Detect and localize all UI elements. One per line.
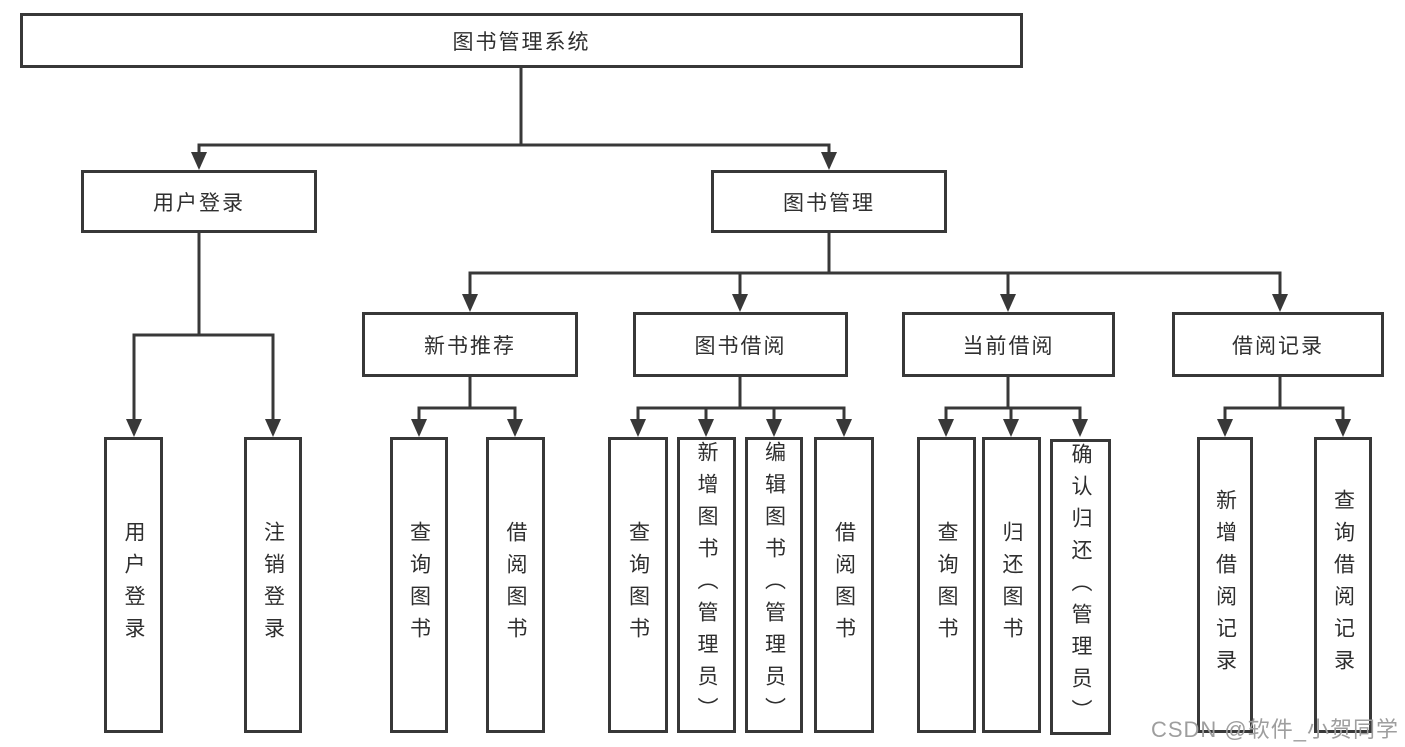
- leaf-borrow-edit-books-admin-label: 编辑图书（管理员）: [762, 441, 786, 729]
- node-borrow-records-label: 借阅记录: [1232, 334, 1324, 358]
- node-new-book-recommend-label: 新书推荐: [424, 334, 516, 358]
- leaf-records-query-record: 查询借阅记录: [1314, 437, 1372, 733]
- leaf-borrow-add-books-admin-label: 新增图书（管理员）: [695, 441, 718, 729]
- leaf-current-return-books-label: 归还图书: [1000, 521, 1023, 649]
- leaf-logout-label: 注销登录: [261, 521, 285, 649]
- leaf-newbook-borrow-books: 借阅图书: [486, 437, 545, 733]
- node-current-borrowing-label: 当前借阅: [962, 334, 1055, 358]
- node-book-borrowing-label: 图书借阅: [694, 334, 787, 358]
- leaf-current-query-books-label: 查询图书: [935, 521, 958, 649]
- leaf-records-query-record-label: 查询借阅记录: [1331, 489, 1355, 681]
- node-book-management: 图书管理: [711, 170, 947, 233]
- node-book-management-label: 图书管理: [783, 191, 875, 215]
- node-user-login-label: 用户登录: [153, 191, 245, 215]
- leaf-borrow-borrow-books: 借阅图书: [814, 437, 874, 733]
- leaf-newbook-borrow-books-label: 借阅图书: [504, 521, 527, 649]
- leaf-user-login: 用户登录: [104, 437, 163, 733]
- leaf-current-confirm-return-admin: 确认归还（管理员）: [1050, 439, 1111, 735]
- node-root-label: 图书管理系统: [452, 30, 591, 54]
- node-new-book-recommend: 新书推荐: [362, 312, 578, 377]
- leaf-logout: 注销登录: [244, 437, 302, 733]
- leaf-newbook-query-books-label: 查询图书: [407, 521, 431, 649]
- leaf-records-add-record: 新增借阅记录: [1197, 437, 1253, 733]
- node-user-login: 用户登录: [81, 170, 317, 233]
- csdn-watermark: CSDN @软件_小贺同学: [1150, 717, 1399, 742]
- leaf-borrow-query-books: 查询图书: [608, 437, 668, 733]
- leaf-newbook-query-books: 查询图书: [390, 437, 448, 733]
- node-borrow-records: 借阅记录: [1172, 312, 1384, 377]
- leaf-current-confirm-return-admin-label: 确认归还（管理员）: [1069, 443, 1092, 731]
- node-current-borrowing: 当前借阅: [902, 312, 1115, 377]
- leaf-current-return-books: 归还图书: [982, 437, 1041, 733]
- leaf-borrow-edit-books-admin: 编辑图书（管理员）: [745, 437, 803, 733]
- leaf-borrow-add-books-admin: 新增图书（管理员）: [677, 437, 736, 733]
- leaf-borrow-query-books-label: 查询图书: [626, 521, 650, 649]
- leaf-user-login-label: 用户登录: [122, 521, 145, 649]
- node-root: 图书管理系统: [20, 13, 1023, 68]
- leaf-records-add-record-label: 新增借阅记录: [1213, 489, 1237, 681]
- leaf-borrow-borrow-books-label: 借阅图书: [832, 521, 856, 649]
- leaf-current-query-books: 查询图书: [917, 437, 976, 733]
- node-book-borrowing: 图书借阅: [633, 312, 848, 377]
